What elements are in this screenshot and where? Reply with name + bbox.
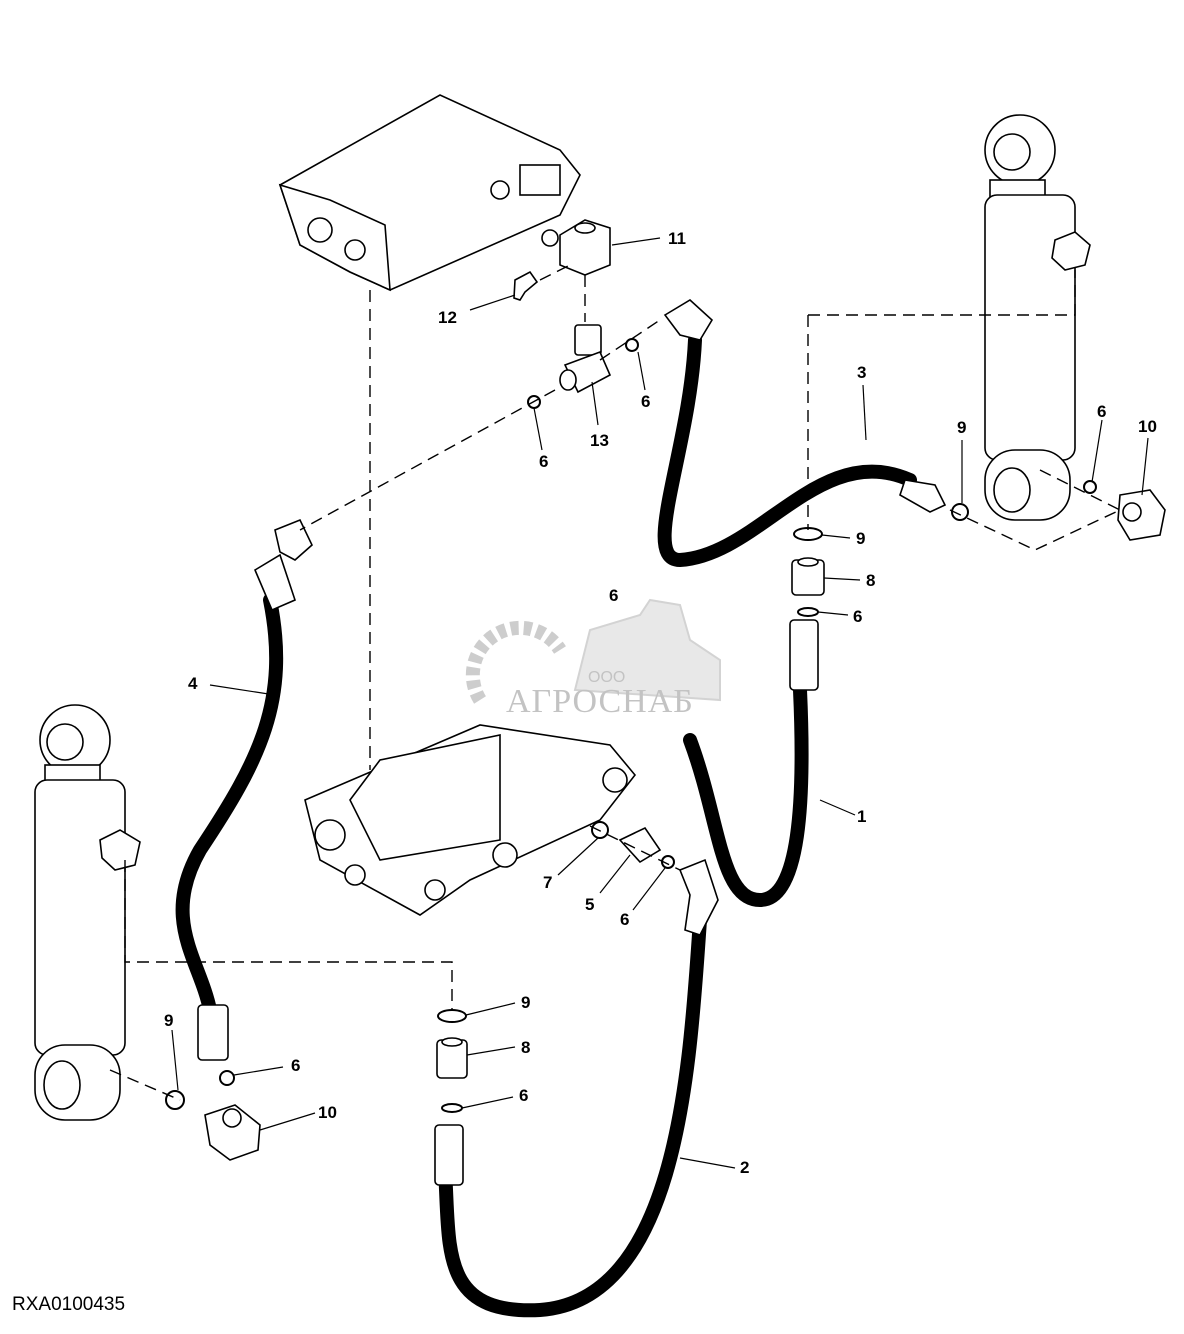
leader-lines	[171, 237, 1149, 1169]
lower-valve-block	[304, 724, 637, 916]
hose-1	[683, 683, 809, 908]
hose-3	[657, 333, 917, 568]
callout-11: 11	[668, 229, 686, 248]
callout-6: 6	[291, 1056, 300, 1075]
callout-8: 8	[866, 571, 875, 590]
callout-6: 6	[519, 1086, 528, 1105]
callout-8: 8	[521, 1038, 530, 1057]
callout-6: 6	[1097, 402, 1106, 421]
callout-6: 6	[853, 607, 862, 626]
o-rings	[165, 338, 1097, 1113]
callout-5: 5	[585, 895, 594, 914]
callout-6: 6	[609, 586, 618, 605]
hose-end-fittings	[197, 299, 947, 1186]
hose-2	[438, 913, 707, 1318]
callout-2: 2	[740, 1158, 749, 1177]
callout-10: 10	[318, 1103, 337, 1122]
callout-13: 13	[590, 431, 609, 450]
watermark-prefix: ООО	[588, 669, 625, 686]
elbow-fitting-11	[541, 219, 611, 276]
callout-10: 10	[1138, 417, 1157, 436]
callout-6: 6	[539, 452, 548, 471]
figure-id-label: RXA0100435	[12, 1294, 126, 1315]
adapter-8-upper	[791, 557, 825, 596]
hose-4	[175, 593, 284, 1017]
callout-6: 6	[641, 392, 650, 411]
bleed-screw-12	[513, 270, 539, 301]
callout-9: 9	[856, 529, 865, 548]
elbow-fitting-10-right	[1117, 489, 1166, 541]
callout-9: 9	[957, 418, 966, 437]
callout-7: 7	[543, 873, 552, 892]
upper-valve-block	[278, 94, 581, 292]
hydraulic-cylinder-left	[34, 704, 141, 1121]
callout-12: 12	[438, 308, 457, 327]
adapter-8-lower	[436, 1037, 468, 1079]
tee-fitting-13	[559, 324, 612, 394]
callout-1: 1	[857, 807, 866, 826]
callout-6: 6	[620, 910, 629, 929]
assembly-lines	[109, 264, 1121, 1101]
callout-4: 4	[188, 674, 198, 693]
watermark-logo: ООО АГРОСНАБ	[465, 598, 721, 720]
watermark-combine-icon	[573, 598, 721, 702]
watermark-gear-icon	[465, 620, 566, 704]
callout-9: 9	[521, 993, 530, 1012]
callout-3: 3	[857, 363, 866, 382]
hydraulic-cylinder-right	[984, 114, 1091, 521]
callout-9: 9	[164, 1011, 173, 1030]
adapter-5	[618, 826, 662, 864]
elbow-fitting-10-left	[204, 1104, 261, 1161]
callout-labels: 11 12 6 13 6 3 9 6 10 9 8 6 6 4 1 7 5 6 …	[164, 229, 1157, 1177]
watermark-company: АГРОСНАБ	[506, 683, 694, 720]
o-ring-7	[591, 821, 609, 839]
